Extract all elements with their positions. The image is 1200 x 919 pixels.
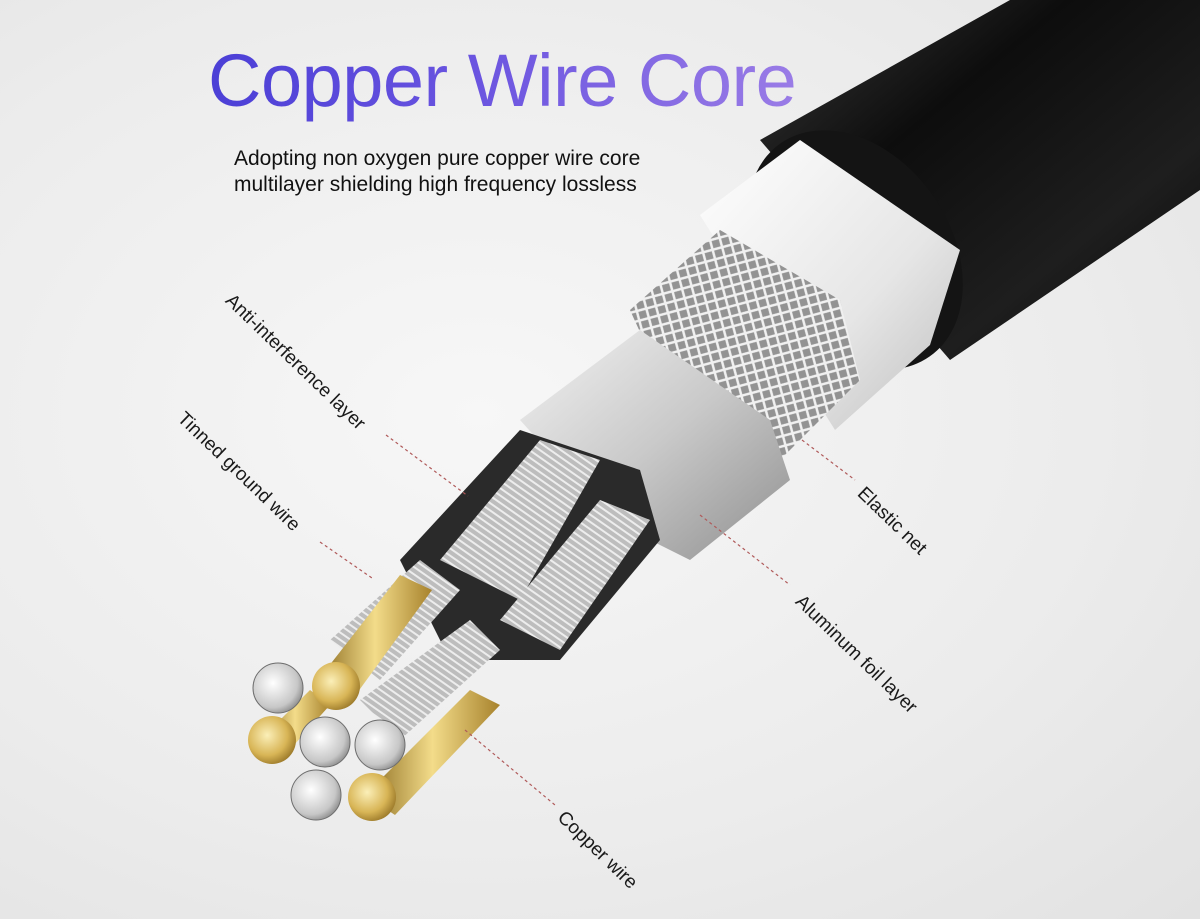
conductor-bundle <box>330 430 660 740</box>
leader-line-copper-wire <box>464 729 556 806</box>
subtitle: Adopting non oxygen pure copper wire cor… <box>234 146 640 198</box>
leader-line-anti-interference <box>385 434 469 497</box>
leader-line-elastic-net <box>801 439 856 481</box>
page-title: Copper Wire Core <box>208 36 797 126</box>
conductor-end-faces <box>248 662 406 821</box>
subtitle-line-1: Adopting non oxygen pure copper wire cor… <box>234 147 641 170</box>
aluminum-foil-layer <box>520 330 790 560</box>
leader-line-aluminum-foil <box>699 514 791 586</box>
leader-line-tinned-ground <box>319 541 373 579</box>
inner-sheath <box>700 140 960 430</box>
subtitle-line-2: multilayer shielding high frequency loss… <box>234 173 637 196</box>
